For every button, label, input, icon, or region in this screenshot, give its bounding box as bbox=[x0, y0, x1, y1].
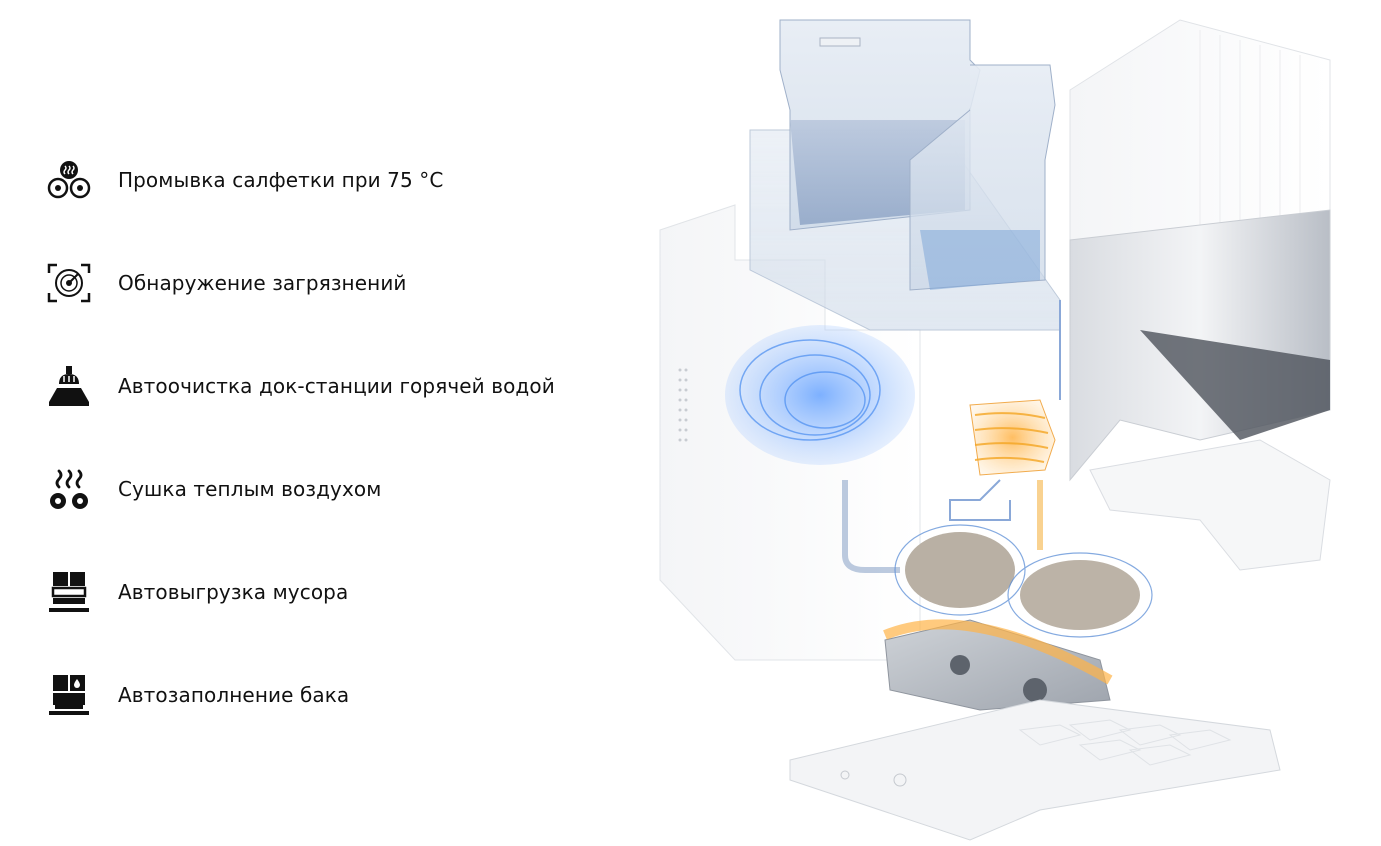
feature-label: Сушка теплым воздухом bbox=[118, 477, 382, 501]
feature-item-auto-refill: Автозаполнение бака bbox=[40, 665, 600, 725]
hot-water-cleaning-icon bbox=[40, 360, 98, 412]
hot-wash-icon bbox=[40, 154, 98, 206]
feature-label: Промывка салфетки при 75 °C bbox=[118, 168, 444, 192]
docking-station-exploded-view bbox=[640, 0, 1381, 842]
feature-item-hot-wash: Промывка салфетки при 75 °C bbox=[40, 150, 600, 210]
docking-station-illustration bbox=[659, 19, 1331, 841]
feature-label: Автозаполнение бака bbox=[118, 683, 350, 707]
feature-label: Обнаружение загрязнений bbox=[118, 271, 407, 295]
feature-item-hot-water-cleaning: Автоочистка док-станции горячей водой bbox=[40, 356, 600, 416]
feature-label: Автоочистка док-станции горячей водой bbox=[118, 374, 555, 398]
auto-empty-icon bbox=[40, 566, 98, 618]
warm-air-drying-icon bbox=[40, 463, 98, 515]
auto-refill-icon bbox=[40, 669, 98, 721]
feature-item-auto-empty: Автовыгрузка мусора bbox=[40, 562, 600, 622]
dirt-detection-icon bbox=[40, 257, 98, 309]
feature-label: Автовыгрузка мусора bbox=[118, 580, 349, 604]
feature-item-dirt-detection: Обнаружение загрязнений bbox=[40, 253, 600, 313]
feature-item-warm-air-drying: Сушка теплым воздухом bbox=[40, 459, 600, 519]
